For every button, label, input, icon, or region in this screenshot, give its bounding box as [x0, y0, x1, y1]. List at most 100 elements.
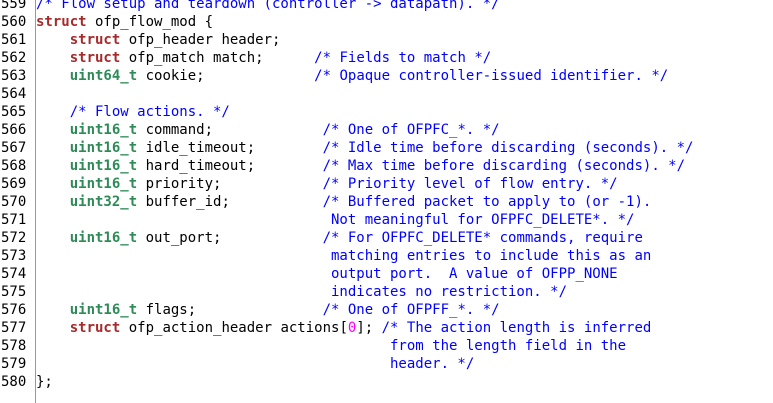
line-number: 564 [1, 86, 27, 102]
code-line: 570 uint32_t buffer_id; /* Buffered pack… [0, 193, 773, 211]
code-token [36, 104, 70, 120]
code-line: 564 [0, 85, 773, 103]
code-token [36, 230, 70, 246]
type-token: uint16_t [69, 302, 138, 318]
code-token [36, 32, 70, 48]
line-number: 560 [1, 14, 27, 30]
type-token: uint16_t [69, 230, 138, 246]
code-token [36, 194, 70, 210]
keyword-token: struct [69, 320, 121, 336]
code-line: 567 uint16_t idle_timeout; /* Idle time … [0, 139, 773, 157]
code-token: }; [36, 374, 53, 390]
line-number: 573 [1, 248, 27, 264]
line-number: 579 [1, 356, 27, 372]
keyword-token: struct [36, 14, 87, 30]
comment-token: /* The action length is inferred [381, 320, 652, 336]
comment-token: /* Fields to match */ [314, 50, 492, 66]
code-text: uint16_t idle_timeout; /* Idle time befo… [36, 139, 694, 157]
code-line: 563 uint64_t cookie; /* Opaque controlle… [0, 67, 773, 85]
code-text: uint16_t flags; /* One of OFPFF_*. */ [36, 301, 500, 319]
line-number: 562 [1, 50, 27, 66]
type-token: uint64_t [69, 68, 138, 84]
code-token [36, 302, 70, 318]
code-line: 562 struct ofp_match match; /* Fields to… [0, 49, 773, 67]
comment-token: /* Buffered packet to apply to (or -1). [322, 194, 652, 210]
comment-token: output port. A value of OFPP_NONE [36, 266, 618, 282]
code-line: 573 matching entries to include this as … [0, 247, 773, 265]
code-line: 572 uint16_t out_port; /* For OFPFC_DELE… [0, 229, 773, 247]
code-line: 577 struct ofp_action_header actions[0];… [0, 319, 773, 337]
code-text: uint16_t command; /* One of OFPFC_*. */ [36, 121, 500, 139]
code-text: }; [36, 373, 53, 391]
code-token: ofp_header header; [120, 32, 281, 48]
type-token: uint32_t [69, 194, 138, 210]
code-text: uint16_t priority; /* Priority level of … [36, 175, 618, 193]
comment-token: header. */ [36, 356, 475, 372]
code-text: /* Flow setup and teardown (controller -… [36, 0, 500, 13]
line-number: 565 [1, 104, 27, 120]
type-token: uint16_t [69, 140, 138, 156]
keyword-token: struct [69, 50, 121, 66]
line-number-gutter [0, 0, 36, 403]
code-token [36, 68, 70, 84]
code-line: 568 uint16_t hard_timeout; /* Max time b… [0, 157, 773, 175]
code-token [36, 158, 70, 174]
code-token [36, 176, 70, 192]
comment-token: /* One of OFPFC_*. */ [322, 122, 500, 138]
line-number: 574 [1, 266, 27, 282]
code-text: uint16_t out_port; /* For OFPFC_DELETE* … [36, 229, 643, 247]
comment-token: /* Flow setup and teardown (controller -… [36, 0, 500, 12]
line-number: 559 [1, 0, 27, 12]
line-number: 567 [1, 140, 27, 156]
code-text: header. */ [36, 355, 474, 373]
comment-token: Not meaningful for OFPFC_DELETE*. */ [36, 212, 635, 228]
code-text: Not meaningful for OFPFC_DELETE*. */ [36, 211, 634, 229]
code-line: 579 header. */ [0, 355, 773, 373]
code-text: struct ofp_action_header actions[0]; /* … [36, 319, 652, 337]
code-token: buffer_id; [137, 194, 323, 210]
type-token: uint16_t [69, 158, 138, 174]
comment-token: /* Opaque controller-issued identifier. … [314, 68, 669, 84]
code-token: ofp_flow_mod { [86, 14, 214, 30]
line-number: 571 [1, 212, 27, 228]
code-text: from the length field in the [36, 337, 626, 355]
code-line: 560 struct ofp_flow_mod { [0, 13, 773, 31]
code-line: 580}; [0, 373, 773, 391]
code-line: 574 output port. A value of OFPP_NONE [0, 265, 773, 283]
code-token: out_port; [137, 230, 323, 246]
comment-token: matching entries to include this as an [36, 248, 652, 264]
code-token [36, 50, 70, 66]
code-token: cookie; [137, 68, 315, 84]
code-token: priority; [137, 176, 323, 192]
comment-token: indicates no restriction. */ [36, 284, 568, 300]
code-line: 575 indicates no restriction. */ [0, 283, 773, 301]
code-text: matching entries to include this as an [36, 247, 651, 265]
line-number: 569 [1, 176, 27, 192]
code-line: 571 Not meaningful for OFPFC_DELETE*. */ [0, 211, 773, 229]
line-number: 566 [1, 122, 27, 138]
code-text: indicates no restriction. */ [36, 283, 567, 301]
code-line: 566 uint16_t command; /* One of OFPFC_*.… [0, 121, 773, 139]
code-token: ofp_action_header actions[ [120, 320, 348, 336]
number-token: 0 [347, 320, 357, 336]
type-token: uint16_t [69, 122, 138, 138]
code-line: 578 from the length field in the [0, 337, 773, 355]
line-number: 572 [1, 230, 27, 246]
type-token: uint16_t [69, 176, 138, 192]
code-token [36, 320, 70, 336]
line-number: 580 [1, 374, 27, 390]
line-number: 575 [1, 284, 27, 300]
code-text: struct ofp_flow_mod { [36, 13, 213, 31]
code-token: flags; [137, 302, 323, 318]
code-text: /* Flow actions. */ [36, 103, 230, 121]
code-token [36, 140, 70, 156]
line-number: 576 [1, 302, 27, 318]
code-line: 559 /* Flow setup and teardown (controlle… [0, 0, 773, 13]
comment-token: /* Flow actions. */ [69, 104, 230, 120]
code-text: struct ofp_header header; [36, 31, 281, 49]
line-number: 570 [1, 194, 27, 210]
code-text: uint64_t cookie; /* Opaque controller-is… [36, 67, 668, 85]
comment-token: /* Priority level of flow entry. */ [322, 176, 618, 192]
code-token [36, 122, 70, 138]
